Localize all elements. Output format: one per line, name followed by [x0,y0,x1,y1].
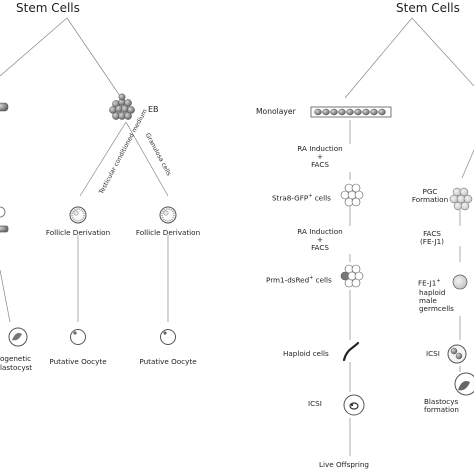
left-partial-monolayer [0,102,9,112]
follicle-derivation-left-label: Follicle Derivation [45,228,111,237]
fe-j1-cell [452,274,468,290]
blastocyst-right-line1: Blastocys [424,397,459,406]
haploid-male-line3: germcells [419,304,454,313]
facs-fe-label: FACS [423,229,441,238]
prm1-cell-cluster [340,264,364,288]
monolayer-cells [310,106,392,118]
haploid-cell-icon [342,341,360,362]
haploid-male-line2: male [419,296,437,305]
stra8-cell-cluster [340,183,364,207]
plus-1-label: + [316,152,324,161]
haploid-male-line1: haploid [419,288,446,297]
icsi-label: ICSI [308,399,322,408]
blastocyst-right-line2: formation [424,405,459,414]
eb-label: EB [148,105,159,114]
monolayer-label: Monolayer [256,107,296,116]
ra-induction-1-label: RA Induction [297,144,343,153]
follicle-left [69,206,87,224]
stra8-label: Stra8-GFP+ cells [272,193,331,203]
prm1-label: Prm1-dsRed+ cells [266,275,332,285]
pgc-formation-label: Formation [411,195,449,204]
follicle-derivation-right-label: Follicle Derivation [135,228,201,237]
partial-label-line2: lastocyst [0,363,33,372]
putative-oocyte-left-label: Putative Oocyte [49,357,107,366]
pgc-cell-cluster [449,187,473,211]
left-header: Stem Cells [16,1,80,15]
blastocyst-partial-left [8,327,28,347]
right-header: Stem Cells [396,1,460,15]
oocyte-right [160,329,176,345]
pgc-label: PGC [422,187,438,196]
ra-induction-2-label: RA Induction [297,227,343,236]
facs-2-label: FACS [311,243,329,252]
right-tree-lines [344,17,474,456]
left-partial-cells [0,206,9,233]
plus-2-label: + [316,235,324,244]
eb-cell-cluster [109,93,135,120]
putative-oocyte-right-label: Putative Oocyte [139,357,197,366]
icsi-cell [343,394,365,416]
haploid-cells-label: Haploid cells [283,349,329,358]
oocyte-left [70,329,86,345]
fe-j1-paren-label: (FE-J1) [420,237,444,246]
live-offspring-label: Live Offspring [319,460,369,469]
blastocyst-right-partial [454,372,474,396]
follicle-right [159,206,177,224]
left-tree-lines [0,17,169,323]
partial-label-line1: ogenetic [0,354,32,363]
fe-j1-label: FE-J1+ [418,278,441,288]
icsi-right-cell [447,344,467,364]
facs-1-label: FACS [311,160,329,169]
icsi-right-label: ICSI [426,349,440,358]
